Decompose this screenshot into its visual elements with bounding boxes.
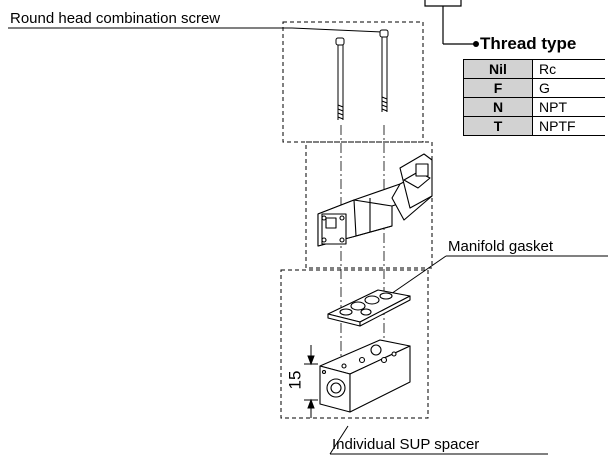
solenoid-valve [317,153,433,247]
manifold-gasket [327,289,411,327]
sup-spacer [319,339,411,413]
thread-type-bullet [473,41,479,47]
thread-code: Nil [463,59,533,79]
thread-value: Rc [532,59,605,79]
gasket-leader [387,255,608,297]
table-row: T NPTF [463,116,605,136]
table-row: F G [463,78,605,98]
thread-code: T [463,116,533,136]
part-number-bracket [424,0,478,45]
dimension-label: 15 [285,370,305,390]
screw-right [379,29,389,112]
thread-value: NPT [532,97,605,117]
thread-value: G [532,78,605,98]
table-row: N NPT [463,97,605,117]
thread-type-title: Thread type [480,34,577,53]
table-row: Nil Rc [463,59,605,79]
gasket-label: Manifold gasket [448,238,554,255]
thread-value: NPTF [532,116,605,136]
dashed-outlines [280,21,433,419]
center-lines [340,125,385,366]
thread-code: N [463,97,533,117]
screw-left [335,37,345,120]
spacer-leader [329,425,548,455]
screw-leader [8,27,383,33]
spacer-label: Individual SUP spacer [332,436,480,453]
dimension-15 [304,345,318,418]
thread-code: F [463,78,533,98]
screw-label: Round head combination screw [10,10,221,27]
thread-type-table: Nil Rc F G N NPT T NPTF [463,59,605,136]
